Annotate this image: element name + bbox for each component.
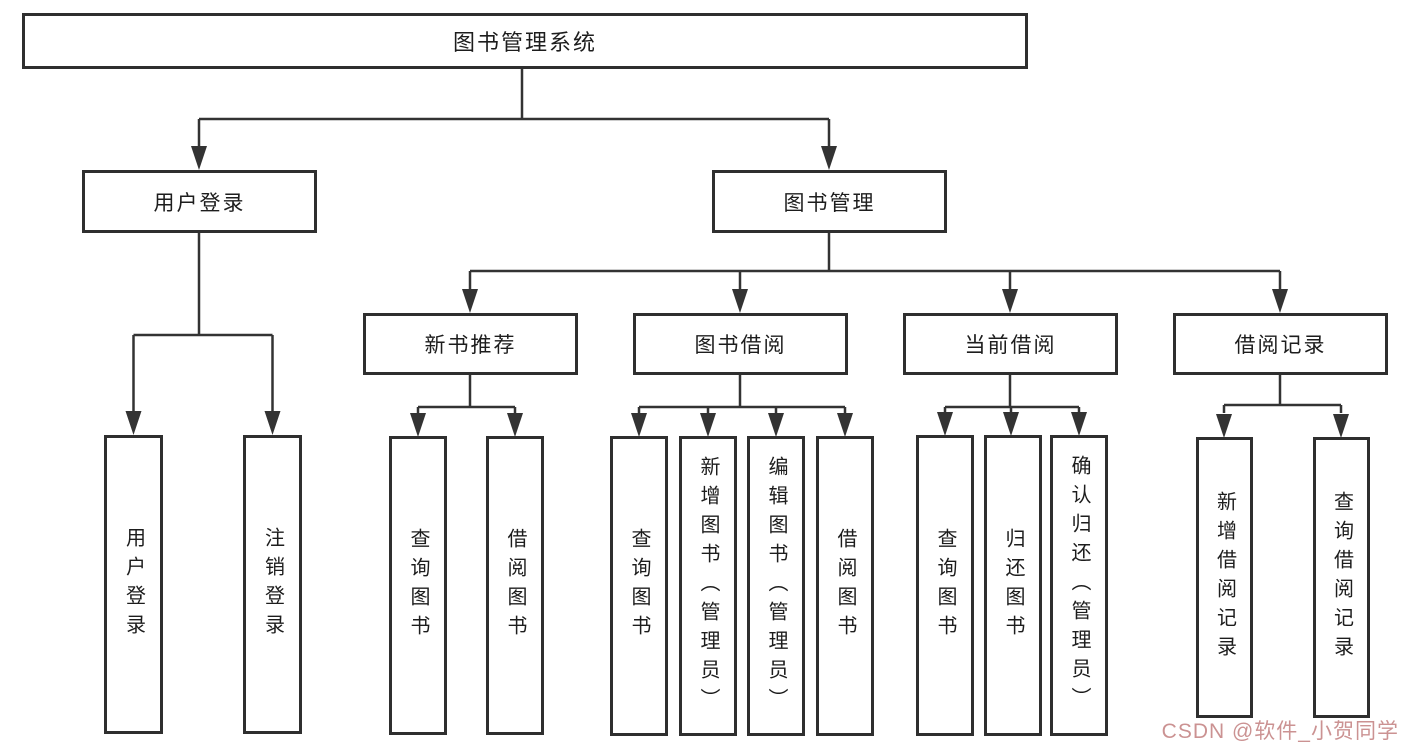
watermark: CSDN @软件_小贺同学 [1161, 720, 1399, 743]
arrow-down-icon [264, 411, 281, 435]
arrow-down-icon [125, 411, 142, 435]
node-logout-login-leaf: 注销登录 [243, 435, 302, 734]
node-book-borrow: 图书借阅 [633, 313, 848, 375]
node-user-login-leaf: 用户登录 [104, 435, 163, 734]
arrow-down-icon [631, 413, 647, 437]
arrow-down-icon [462, 289, 478, 313]
node-query-books-current: 查询图书 [916, 435, 974, 736]
arrow-down-icon [937, 412, 953, 436]
node-add-books-admin: 新增图书（管理员） [679, 436, 737, 736]
node-new-book-recommend: 新书推荐 [363, 313, 578, 375]
arrow-down-icon [768, 413, 784, 437]
arrow-down-icon [700, 413, 716, 437]
node-query-books-recommend: 查询图书 [389, 436, 447, 735]
arrow-down-icon [732, 289, 748, 313]
node-confirm-return-admin: 确认归还（管理员） [1050, 435, 1108, 736]
node-book-management: 图书管理 [712, 170, 947, 233]
node-query-books-borrow: 查询图书 [610, 436, 668, 736]
node-user-login-module: 用户登录 [82, 170, 317, 233]
arrow-down-icon [821, 146, 837, 170]
arrow-down-icon [1333, 414, 1349, 438]
node-edit-books-admin: 编辑图书（管理员） [747, 436, 805, 736]
node-query-borrow-record: 查询借阅记录 [1313, 437, 1370, 718]
arrow-down-icon [191, 146, 207, 170]
node-root: 图书管理系统 [22, 13, 1028, 69]
arrow-down-icon [1003, 412, 1019, 436]
arrow-down-icon [1002, 289, 1018, 313]
arrow-down-icon [1272, 289, 1288, 313]
node-return-books: 归还图书 [984, 435, 1042, 736]
arrow-down-icon [507, 413, 523, 437]
arrow-down-icon [410, 413, 426, 437]
node-borrow-books-recommend: 借阅图书 [486, 436, 544, 735]
node-borrow-records: 借阅记录 [1173, 313, 1388, 375]
node-current-borrow: 当前借阅 [903, 313, 1118, 375]
arrow-down-icon [837, 413, 853, 437]
node-add-borrow-record: 新增借阅记录 [1196, 437, 1253, 718]
arrow-down-icon [1216, 414, 1232, 438]
node-borrow-books-leaf: 借阅图书 [816, 436, 874, 736]
arrow-down-icon [1071, 412, 1087, 436]
